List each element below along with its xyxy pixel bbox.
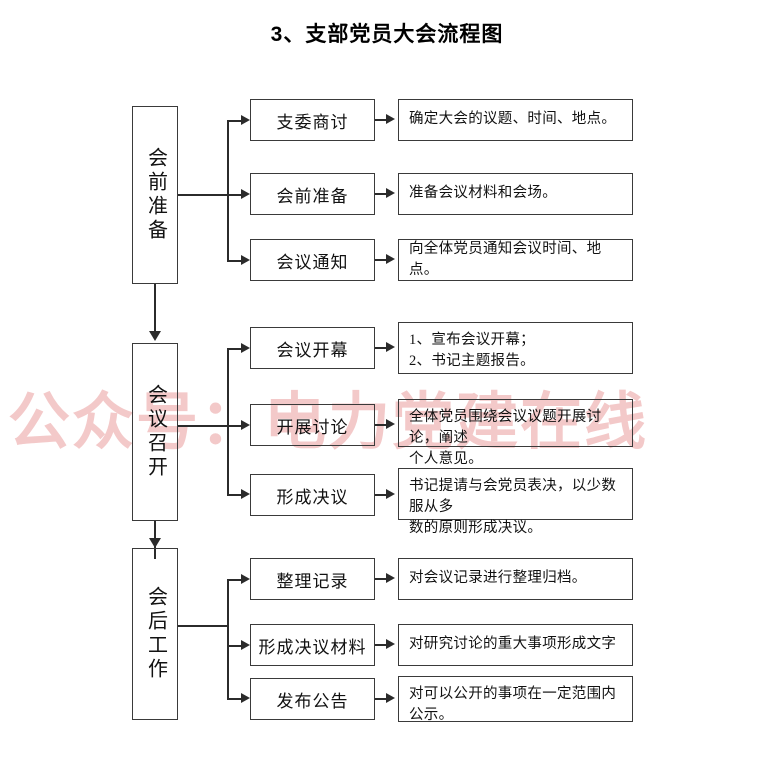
arrow-stage3-step3 — [241, 693, 250, 703]
desc-text-2-2: 全体党员围绕会议议题开展讨论，阐述 个人意见。 — [409, 409, 602, 468]
stage-label-3: 会后工作 — [144, 586, 167, 682]
connector-stage1-branch-3 — [227, 260, 243, 262]
arrow-stage3-step2 — [241, 640, 250, 650]
connector-stage3-branch-1 — [227, 579, 243, 581]
stage-box-2: 会议召开 — [132, 343, 178, 521]
step-box-2-1: 会议开幕 — [250, 327, 375, 369]
page-title: 3、支部党员大会流程图 — [270, 23, 504, 46]
desc-text-3-3: 对可以公开的事项在一定范围内 公示。 — [409, 686, 617, 724]
arrow-step-2-3-desc — [386, 489, 395, 499]
arrow-stage1-step3 — [241, 255, 250, 265]
connector-stage1-stem — [178, 194, 228, 196]
connector-step-1-3-desc — [375, 259, 387, 261]
stage-box-3: 会后工作 — [132, 548, 178, 720]
step-label-3-1: 整理记录 — [276, 571, 349, 591]
arrow-stage2-step2 — [241, 420, 250, 430]
desc-text-3-1: 对会议记录进行整理归档。 — [409, 570, 587, 587]
connector-stage1-branch-2 — [227, 194, 243, 196]
connector-stage1-to-stage2 — [154, 284, 156, 332]
connector-step-2-3-desc — [375, 494, 387, 496]
arrow-stage2-step1 — [241, 343, 250, 353]
connector-stage3-trunk — [227, 579, 229, 699]
desc-box-3-3: 对可以公开的事项在一定范围内 公示。 — [398, 676, 633, 723]
step-box-1-3: 会议通知 — [250, 239, 375, 281]
connector-step-3-3-desc — [375, 698, 387, 700]
step-box-1-1: 支委商讨 — [250, 99, 375, 141]
desc-box-1-2: 准备会议材料和会场。 — [398, 173, 633, 215]
arrow-step-3-1-desc — [386, 573, 395, 583]
step-box-1-2: 会前准备 — [250, 173, 375, 215]
connector-stage1-branch-1 — [227, 120, 243, 122]
step-label-2-3: 形成决议 — [276, 487, 349, 507]
connector-stage2-stem — [178, 425, 228, 427]
desc-box-2-1: 1、宣布会议开幕； 2、书记主题报告。 — [398, 322, 633, 374]
connector-step-3-2-desc — [375, 644, 387, 646]
step-box-2-3: 形成决议 — [250, 474, 375, 516]
step-box-3-1: 整理记录 — [250, 558, 375, 600]
connector-step-1-1-desc — [375, 119, 387, 121]
arrow-stage2-step3 — [241, 489, 250, 499]
arrow-stage1-to-stage2 — [149, 331, 161, 341]
stage-box-1: 会前准备 — [132, 106, 178, 284]
desc-text-2-3: 书记提请与会党员表决，以少数服从多 数的原则形成决议。 — [409, 478, 617, 537]
desc-text-3-2: 对研究讨论的重大事项形成文字 — [409, 636, 617, 653]
connector-stage3-stem — [178, 625, 228, 627]
connector-stage2-branch-1 — [227, 348, 243, 350]
connector-step-2-2-desc — [375, 424, 387, 426]
step-label-3-2: 形成决议材料 — [258, 637, 367, 657]
stage-label-2: 会议召开 — [144, 384, 167, 480]
arrow-stage3-step1 — [241, 574, 250, 584]
arrow-stage2-to-stage3 — [149, 538, 161, 548]
connector-stage2-branch-2 — [227, 425, 243, 427]
step-label-1-3: 会议通知 — [276, 252, 349, 272]
arrow-stage1-step1 — [241, 115, 250, 125]
desc-box-3-2: 对研究讨论的重大事项形成文字 — [398, 624, 633, 666]
step-label-1-1: 支委商讨 — [276, 112, 349, 132]
desc-box-1-3: 向全体党员通知会议时间、地点。 — [398, 239, 633, 281]
connector-step-1-2-desc — [375, 193, 387, 195]
arrow-step-3-3-desc — [386, 693, 395, 703]
step-label-1-2: 会前准备 — [276, 186, 349, 206]
arrow-step-2-2-desc — [386, 419, 395, 429]
desc-box-1-1: 确定大会的议题、时间、地点。 — [398, 99, 633, 141]
connector-step-3-1-desc — [375, 578, 387, 580]
connector-stage1-trunk — [227, 120, 229, 262]
step-box-3-3: 发布公告 — [250, 678, 375, 720]
arrow-step-3-2-desc — [386, 639, 395, 649]
step-box-3-2: 形成决议材料 — [250, 624, 375, 666]
arrow-step-1-1-desc — [386, 114, 395, 124]
arrow-stage1-step2 — [241, 189, 250, 199]
step-label-2-2: 开展讨论 — [276, 417, 349, 437]
desc-text-2-1: 1、宣布会议开幕； 2、书记主题报告。 — [409, 332, 535, 370]
desc-box-2-2: 全体党员围绕会议议题开展讨论，阐述 个人意见。 — [398, 399, 633, 467]
stage-label-1: 会前准备 — [144, 147, 167, 243]
connector-stage2-branch-3 — [227, 494, 243, 496]
connector-stage2-trunk — [227, 348, 229, 495]
step-label-2-1: 会议开幕 — [276, 340, 349, 360]
desc-box-3-1: 对会议记录进行整理归档。 — [398, 558, 633, 600]
desc-text-1-2: 准备会议材料和会场。 — [409, 185, 557, 202]
desc-box-2-3: 书记提请与会党员表决，以少数服从多 数的原则形成决议。 — [398, 468, 633, 536]
arrow-step-2-1-desc — [386, 342, 395, 352]
desc-text-1-1: 确定大会的议题、时间、地点。 — [409, 111, 617, 128]
connector-stage3-branch-2 — [227, 645, 243, 647]
step-box-2-2: 开展讨论 — [250, 404, 375, 446]
step-label-3-3: 发布公告 — [276, 691, 349, 711]
arrow-step-1-2-desc — [386, 188, 395, 198]
connector-step-2-1-desc — [375, 347, 387, 349]
connector-stage3-branch-3 — [227, 698, 243, 700]
arrow-step-1-3-desc — [386, 254, 395, 264]
desc-text-1-3: 向全体党员通知会议时间、地点。 — [409, 240, 602, 278]
